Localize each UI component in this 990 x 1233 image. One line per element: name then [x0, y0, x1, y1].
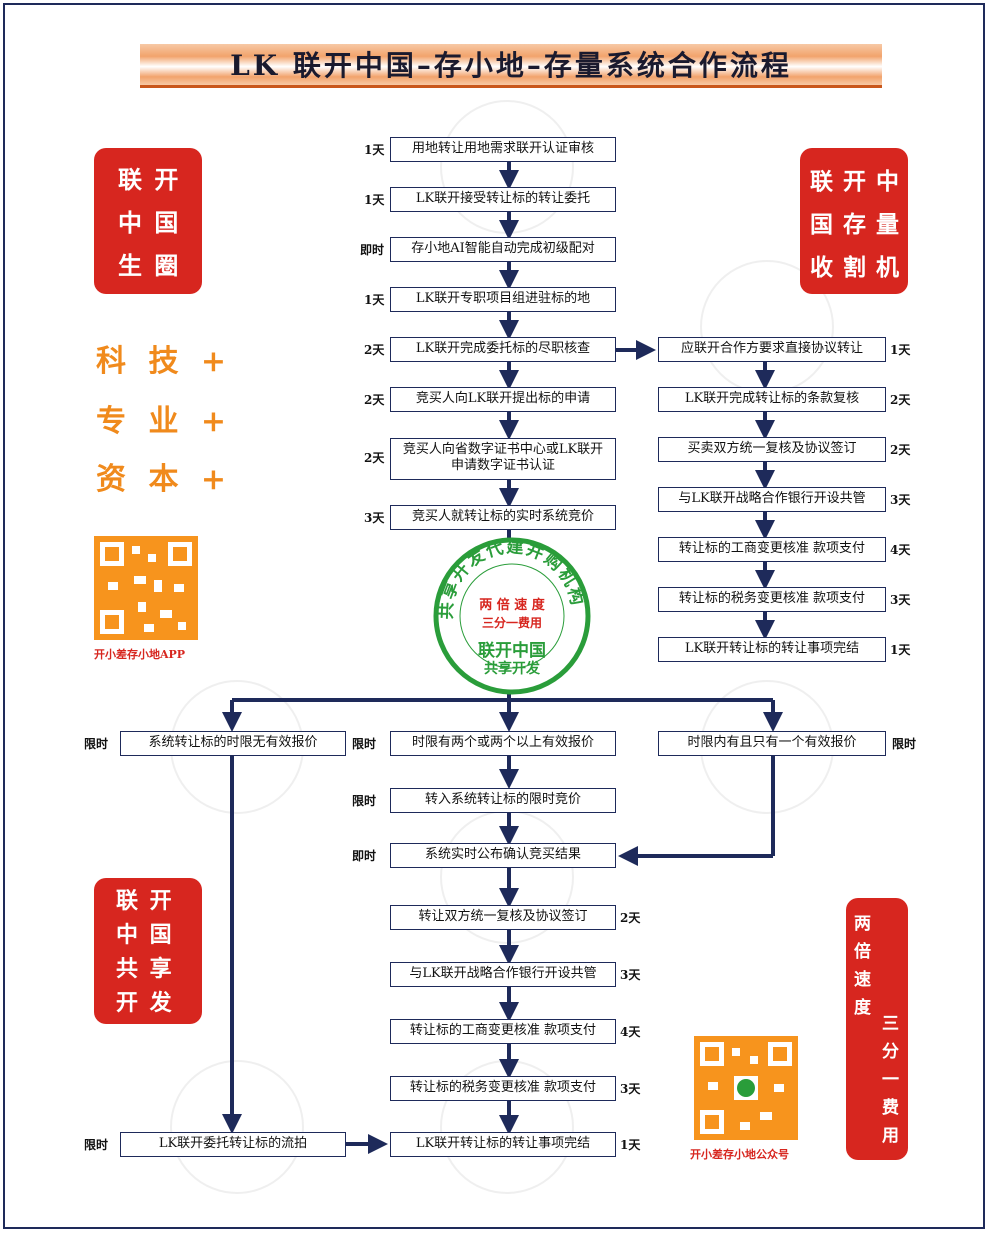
stamp-line: 联开中国 — [478, 641, 546, 661]
branch-single-bid: 时限内有且只有一个有效报价 — [658, 731, 886, 756]
qr-right-caption: 开小差存小地公众号 — [690, 1148, 789, 1161]
right-step-7: LK联开转让标的转让事项完结 — [658, 637, 886, 662]
center-step-5-time: 2天 — [364, 343, 385, 357]
right-step-6-time: 3天 — [890, 593, 911, 607]
branch-no-bid: 系统转让标的时限无有效报价 — [120, 731, 346, 756]
center-step-7: 竞买人向省数字证书中心或LK联开申请数字证书认证 — [390, 438, 616, 480]
tag-tech: 科 技 + — [96, 344, 233, 379]
center-step-8: 竞买人就转让标的实时系统竞价 — [390, 505, 616, 530]
red-box-line: 开 发 — [116, 990, 174, 1016]
bottom-step-5: 转让标的工商变更核准 款项支付 — [390, 1019, 616, 1044]
red-box-char: 度 — [854, 998, 871, 1018]
center-step-4-time: 1天 — [364, 293, 385, 307]
right-top-red-box: 联 开 中 国 存 量 收 割 机 — [800, 148, 908, 294]
right-step-2-time: 2天 — [890, 393, 911, 407]
red-box-line: 联 开 — [118, 165, 181, 194]
bottom-step-6: 转让标的税务变更核准 款项支付 — [390, 1076, 616, 1101]
center-step-1: 用地转让用地需求联开认证审核 — [390, 137, 616, 162]
right-step-1: 应联开合作方要求直接协议转让 — [658, 337, 886, 362]
center-step-6: 竞买人向LK联开提出标的申请 — [390, 387, 616, 412]
red-box-line: 中 国 — [118, 208, 181, 237]
tag-pro: 专 业 + — [96, 404, 233, 439]
bottom-step-1-time: 限时 — [352, 794, 377, 808]
qr-code-icon — [94, 536, 198, 640]
red-box-line: 中 国 — [116, 922, 174, 948]
right-step-5: 转让标的工商变更核准 款项支付 — [658, 537, 886, 562]
page-title: LK 联开中国–存小地–存量系统合作流程 — [230, 49, 792, 82]
branch-multi-bid-time: 限时 — [352, 737, 377, 751]
red-box-char: 倍 — [854, 942, 871, 962]
center-step-2-time: 1天 — [364, 193, 385, 207]
center-step-3: 存小地AI智能自动完成初级配对 — [390, 237, 616, 262]
branch-no-bid-time: 限时 — [84, 737, 109, 751]
right-step-6: 转让标的税务变更核准 款项支付 — [658, 587, 886, 612]
seal-stamp: 共享开发代建并购机构 两 倍 速 度 三分一费用 联开中国 共享开发 — [432, 536, 592, 696]
left-final-step-time: 限时 — [84, 1138, 109, 1152]
branch-multi-bid: 时限有两个或两个以上有效报价 — [390, 731, 616, 756]
right-step-2: LK联开完成转让标的条款复核 — [658, 387, 886, 412]
right-step-4: 与LK联开战略合作银行开设共管 — [658, 487, 886, 512]
bottom-step-2: 系统实时公布确认竞买结果 — [390, 843, 616, 868]
right-step-1-time: 1天 — [890, 343, 911, 357]
red-box-line: 联 开 中 — [810, 168, 901, 195]
bottom-step-3-time: 2天 — [620, 911, 641, 925]
right-step-5-time: 4天 — [890, 543, 911, 557]
bottom-step-7-time: 1天 — [620, 1138, 641, 1152]
center-step-6-time: 2天 — [364, 393, 385, 407]
bottom-step-5-time: 4天 — [620, 1025, 641, 1039]
red-box-char: 速 — [854, 970, 871, 990]
right-step-3-time: 2天 — [890, 443, 911, 457]
bottom-step-6-time: 3天 — [620, 1082, 641, 1096]
right-bottom-red-box: 两 倍 速 度 三 分 一 费 用 — [846, 898, 908, 1160]
red-box-char: 一 — [882, 1070, 899, 1090]
red-box-char: 三 — [882, 1014, 899, 1034]
red-box-char: 分 — [882, 1042, 899, 1062]
right-step-7-time: 1天 — [890, 643, 911, 657]
center-step-2: LK联开接受转让标的转让委托 — [390, 187, 616, 212]
red-box-line: 生 圈 — [118, 251, 181, 280]
qr-code-icon — [694, 1036, 798, 1140]
bottom-step-2-time: 即时 — [352, 849, 377, 863]
left-bottom-red-box: 联 开 中 国 共 享 开 发 — [94, 878, 202, 1024]
bottom-step-7: LK联开转让标的转让事项完结 — [390, 1132, 616, 1157]
tag-capital: 资 本 + — [96, 462, 233, 497]
red-box-line: 国 存 量 — [810, 211, 901, 238]
center-step-3-time: 即时 — [360, 243, 385, 257]
red-box-char: 费 — [882, 1098, 899, 1118]
center-step-1-time: 1天 — [364, 143, 385, 157]
stamp-line: 两 倍 速 度 — [479, 598, 545, 613]
left-top-red-box: 联 开 中 国 生 圈 — [94, 148, 202, 294]
red-box-line: 共 享 — [116, 956, 174, 982]
title-bar: LK 联开中国–存小地–存量系统合作流程 — [140, 44, 882, 88]
center-step-7-time: 2天 — [364, 451, 385, 465]
bottom-step-4: 与LK联开战略合作银行开设共管 — [390, 962, 616, 987]
qr-left-caption: 开小差存小地APP — [94, 648, 186, 661]
stamp-line: 三分一费用 — [481, 616, 542, 630]
bottom-step-1: 转入系统转让标的限时竞价 — [390, 788, 616, 813]
bottom-step-4-time: 3天 — [620, 968, 641, 982]
center-step-4: LK联开专职项目组进驻标的地 — [390, 287, 616, 312]
bottom-step-3: 转让双方统一复核及协议签订 — [390, 905, 616, 930]
right-step-3: 买卖双方统一复核及协议签订 — [658, 437, 886, 462]
center-step-5: LK联开完成委托标的尽职核查 — [390, 337, 616, 362]
page-frame — [3, 3, 985, 1229]
left-final-step: LK联开委托转让标的流拍 — [120, 1132, 346, 1157]
red-box-char: 两 — [854, 914, 871, 934]
watermark — [170, 1060, 304, 1194]
stamp-line: 共享开发 — [484, 661, 540, 677]
branch-single-bid-time: 限时 — [892, 737, 917, 751]
red-box-line: 收 割 机 — [810, 254, 901, 281]
red-box-char: 用 — [882, 1126, 899, 1146]
red-box-line: 联 开 — [116, 888, 174, 914]
center-step-8-time: 3天 — [364, 511, 385, 525]
right-step-4-time: 3天 — [890, 493, 911, 507]
